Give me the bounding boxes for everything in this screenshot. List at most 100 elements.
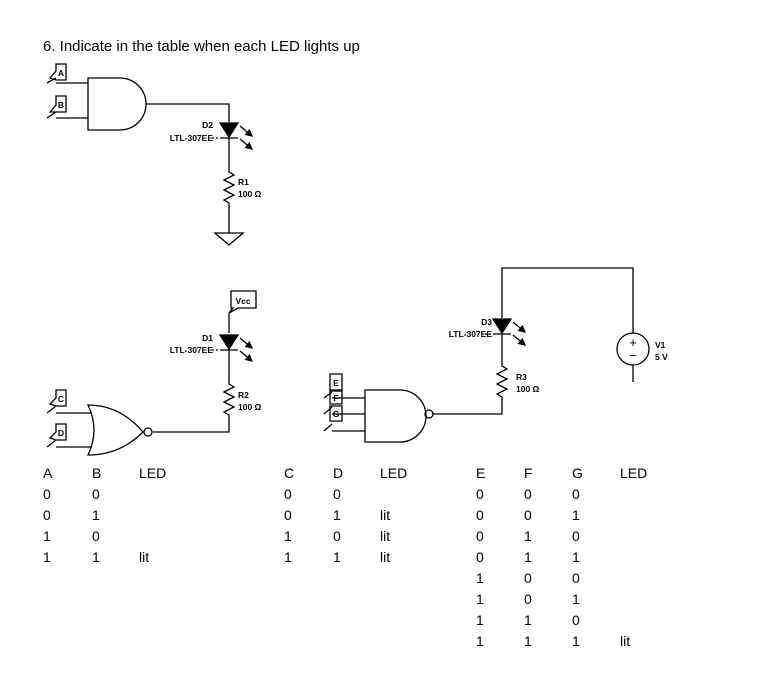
resistor-r2: [153, 380, 236, 433]
table-cell: 0: [572, 570, 580, 586]
resistor-r3: [433, 362, 509, 415]
table-cell: 0: [524, 591, 532, 607]
d3-ref: D3: [481, 317, 492, 327]
table-header: LED: [139, 465, 167, 481]
table-cell: lit: [620, 633, 631, 649]
table-cell: 0: [476, 528, 484, 544]
r3-ref: R3: [516, 372, 527, 382]
table-cell: 0: [476, 507, 484, 523]
input-b-terminal: B: [46, 95, 88, 119]
table-cell: 0: [333, 486, 341, 502]
table-cell: 0: [333, 528, 341, 544]
circuit1: A B D2 LTL-307EE R1: [46, 63, 262, 246]
v1-minus: −: [629, 348, 637, 363]
circuit3: D3 LTL-307EE R3 100 Ω + − V1 5 V E: [323, 267, 668, 443]
led-d3: [485, 318, 526, 362]
table-cell: 1: [524, 633, 532, 649]
table-cell: 1: [284, 549, 292, 565]
input-d-terminal: D: [46, 423, 92, 448]
table-header: LED: [380, 465, 408, 481]
table-header: D: [333, 465, 344, 481]
r1-value: 100 Ω: [238, 189, 262, 199]
table-cell: lit: [380, 549, 391, 565]
nor-gate: [86, 404, 144, 456]
table-header: B: [92, 465, 102, 481]
input-a-terminal: A: [46, 63, 88, 84]
d1-part: LTL-307EE: [170, 345, 214, 355]
r1-ref: R1: [238, 177, 249, 187]
table-cell: lit: [380, 507, 391, 523]
led-d1: [212, 334, 253, 380]
table-cell: 1: [572, 591, 580, 607]
table-cell: 0: [284, 486, 292, 502]
input-g-terminal: G: [323, 405, 365, 432]
table-cell: 0: [572, 486, 580, 502]
table-cell: 1: [476, 612, 484, 628]
ground-symbol: [213, 232, 245, 246]
table-cell: 1: [572, 549, 580, 565]
table-cell: 0: [524, 486, 532, 502]
input-b-label: B: [58, 100, 64, 110]
table-cell: 0: [43, 486, 51, 502]
circuit2: Vcc D1 LTL-307EE R2 100 Ω C: [46, 290, 262, 456]
table-cell: 0: [43, 507, 51, 523]
input-d-label: D: [58, 428, 64, 438]
table-cell: 1: [476, 591, 484, 607]
v1-ref: V1: [655, 340, 666, 350]
nor-bubble: [143, 427, 153, 437]
r2-ref: R2: [238, 390, 249, 400]
r2-value: 100 Ω: [238, 402, 262, 412]
table-cell: 1: [524, 549, 532, 565]
table-cell: 1: [524, 612, 532, 628]
table-cell: 1: [476, 633, 484, 649]
table-cell: 1: [476, 570, 484, 586]
d1-ref: D1: [202, 333, 213, 343]
table-cell: 1: [43, 549, 51, 565]
d2-part: LTL-307EE: [170, 133, 214, 143]
vcc-label: Vcc: [235, 296, 250, 306]
resistor-r1: [222, 168, 236, 233]
input-a-label: A: [58, 68, 64, 78]
input-f-label: F: [333, 393, 338, 403]
table-header: F: [524, 465, 533, 481]
table-cell: lit: [139, 549, 150, 565]
table-cell: 0: [92, 486, 100, 502]
table-cell: 0: [572, 528, 580, 544]
table-cell: 1: [572, 633, 580, 649]
question-text: 6. Indicate in the table when each LED l…: [43, 38, 360, 55]
table-cell: 0: [524, 507, 532, 523]
table-cell: 0: [524, 570, 532, 586]
table-cell: 1: [524, 528, 532, 544]
nand-gate: [364, 389, 427, 443]
table-header: LED: [620, 465, 648, 481]
table-cell: 1: [284, 528, 292, 544]
table-cell: 1: [92, 549, 100, 565]
input-e-terminal: E: [323, 373, 365, 399]
table-cell: 0: [476, 549, 484, 565]
v1-value: 5 V: [655, 352, 668, 362]
vcc-terminal: Vcc: [228, 290, 257, 333]
input-e-label: E: [333, 378, 339, 388]
table-header: E: [476, 465, 486, 481]
table-cell: 0: [284, 507, 292, 523]
table-header: G: [572, 465, 583, 481]
input-c-label: C: [58, 394, 64, 404]
table-cell: 1: [333, 507, 341, 523]
table-cell: 1: [572, 507, 580, 523]
r3-value: 100 Ω: [516, 384, 540, 394]
table-cell: 1: [92, 507, 100, 523]
led-d2: [212, 122, 253, 168]
table-cell: lit: [380, 528, 391, 544]
table-cell: 0: [476, 486, 484, 502]
v1-plus: +: [629, 335, 637, 350]
input-f-terminal: F: [323, 390, 365, 415]
table-cell: 1: [43, 528, 51, 544]
table-header: A: [43, 465, 53, 481]
table-cell: 0: [572, 612, 580, 628]
table-cell: 0: [92, 528, 100, 544]
input-c-terminal: C: [46, 389, 92, 414]
and-gate: [87, 77, 147, 131]
nand-bubble: [424, 409, 434, 419]
input-g-label: G: [333, 409, 340, 419]
